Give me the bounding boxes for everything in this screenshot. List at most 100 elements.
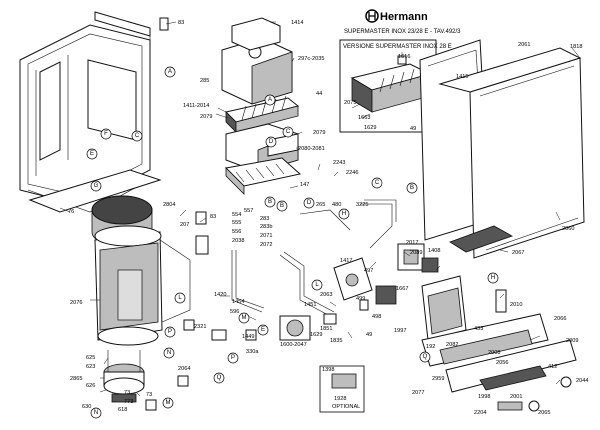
callout-circle: A	[164, 66, 176, 78]
part-label: 498	[372, 314, 381, 320]
svg-text:M: M	[242, 315, 247, 321]
part-label: 1851	[320, 326, 332, 332]
part-label: 2804	[163, 202, 175, 208]
callout-circle: B	[406, 182, 418, 194]
part-label: 554	[232, 212, 241, 218]
callout-circle: D	[265, 136, 277, 148]
part-label: 433	[474, 326, 483, 332]
part-label: 1451	[304, 302, 316, 308]
svg-text:Q: Q	[423, 354, 428, 360]
callout-circle: B	[264, 196, 276, 208]
control-box	[421, 275, 467, 341]
svg-text:E: E	[90, 151, 94, 157]
part-label: 2865	[70, 376, 82, 382]
part-label: 1415	[456, 74, 468, 80]
svg-text:D: D	[307, 200, 312, 206]
callout-circle: L	[311, 279, 323, 291]
part-label: 1997	[394, 328, 406, 334]
callout-markers: A A B B B C C C D D E E F G H H L L M M …	[86, 66, 499, 419]
part-label: 1998	[478, 394, 490, 400]
bottom-grille	[449, 225, 513, 253]
part-label: 2321	[194, 324, 206, 330]
part-label: 2243	[333, 160, 345, 166]
part-label: 73	[146, 392, 152, 398]
part-label: 1928	[334, 396, 346, 402]
callout-circle: B	[276, 200, 288, 212]
brand-name: Hermann	[380, 11, 428, 23]
svg-text:H: H	[491, 275, 495, 281]
part-label: 773	[124, 399, 133, 405]
callout-circle: E	[86, 148, 98, 160]
part-label: 1629	[310, 332, 322, 338]
callout-circle: N	[163, 347, 175, 359]
part-label: 2064	[178, 366, 190, 372]
callout-circle: C	[282, 126, 294, 138]
three-way-valve	[333, 257, 373, 301]
part-label: 497	[364, 268, 373, 274]
svg-text:Q: Q	[217, 375, 222, 381]
part-label: 1454	[232, 299, 244, 305]
callout-circle: M	[238, 312, 250, 324]
leader-lines	[59, 21, 581, 397]
part-label: 2079	[313, 130, 325, 136]
part-label: 83	[210, 214, 216, 220]
svg-text:N: N	[167, 350, 171, 356]
svg-text:P: P	[231, 355, 235, 361]
part-label: 1398	[322, 367, 334, 373]
part-label: 555	[232, 220, 241, 226]
optional-remote-box: OPTIONAL	[319, 365, 365, 413]
part-label: 2959	[432, 376, 444, 382]
callout-circle: E	[257, 324, 269, 336]
svg-text:E: E	[261, 327, 265, 333]
part-label: 2075	[344, 100, 356, 106]
part-label: 499	[356, 296, 365, 302]
part-label: 2246	[346, 170, 358, 176]
part-label: 1408	[428, 248, 440, 254]
callout-circle: Q	[213, 372, 225, 384]
model-title: SUPERMASTER INOX 23/28 E - TAV.492/3	[344, 29, 461, 35]
part-label: 2065	[538, 410, 550, 416]
part-label: 76	[68, 209, 74, 215]
svg-text:B: B	[410, 185, 414, 191]
svg-text:M: M	[166, 400, 171, 406]
part-label: 2066	[554, 316, 566, 322]
callout-circle: N	[90, 407, 102, 419]
part-label: 1835	[330, 338, 342, 344]
part-label: 1818	[570, 44, 582, 50]
callout-circle: P	[164, 326, 176, 338]
part-label: 1414	[291, 20, 303, 26]
part-label: 2061	[518, 42, 530, 48]
part-label: 73	[124, 390, 130, 396]
inset-version-box: VERSIONE SUPERMASTER INOX 28 E	[339, 39, 452, 133]
part-label: 1449	[242, 334, 254, 340]
part-label: 2082	[446, 342, 458, 348]
part-label: 1417	[340, 258, 352, 264]
part-label: 2044	[576, 378, 588, 384]
part-label: 2060	[562, 226, 574, 232]
part-label: 147	[300, 182, 309, 188]
part-label: 1663	[358, 115, 370, 121]
part-label: 83	[178, 20, 184, 26]
part-label: 618	[118, 407, 127, 413]
part-label: 192	[426, 344, 435, 350]
svg-text:N: N	[94, 410, 98, 416]
part-label: 283b	[260, 224, 272, 230]
part-label: 265	[316, 202, 325, 208]
svg-text:L: L	[315, 282, 319, 288]
part-label: 283	[260, 216, 269, 222]
part-label: 2067	[512, 250, 524, 256]
part-label: 2063	[320, 292, 332, 298]
part-label: 2077	[412, 390, 424, 396]
svg-text:A: A	[268, 97, 272, 103]
part-label: 1420	[214, 292, 226, 298]
primary-heat-exchanger	[225, 95, 300, 133]
gas-valve	[397, 243, 439, 273]
part-label: 1616	[398, 54, 410, 60]
part-label: 1629	[364, 125, 376, 131]
part-label: 623	[86, 364, 95, 370]
callout-circle: L	[174, 292, 186, 304]
callout-circle: H	[487, 272, 499, 284]
part-label: 2072	[260, 242, 272, 248]
svg-text:G: G	[94, 183, 99, 189]
part-label: 630	[82, 404, 91, 410]
